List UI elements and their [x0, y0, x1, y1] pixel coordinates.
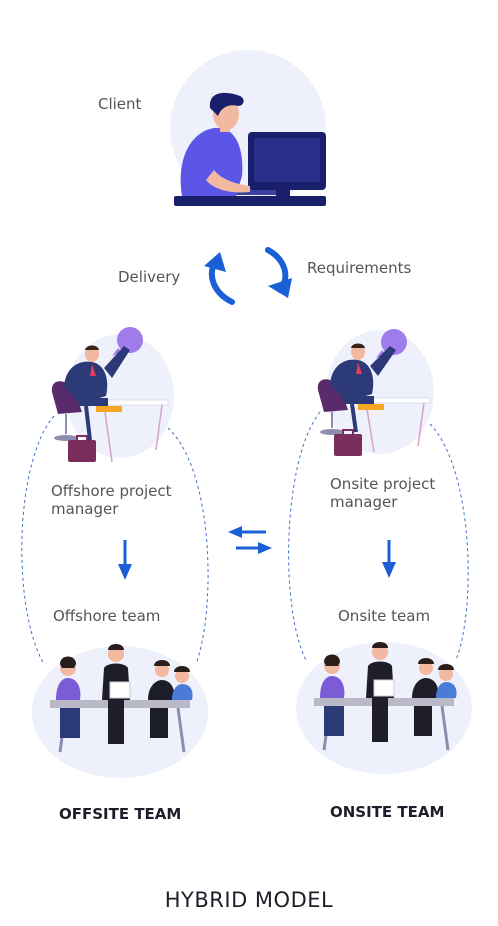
requirements-arrow [265, 247, 292, 298]
onsite-manager-illustration [317, 329, 434, 456]
onsite-manager-label: Onsite project manager [330, 475, 436, 511]
offshore-dashed-loop [21, 415, 209, 665]
client-illustration [170, 50, 326, 206]
requirements-label: Requirements [307, 259, 412, 277]
exchange-arrows [228, 526, 272, 554]
client-label: Client [98, 95, 142, 113]
onsite-down-arrow [382, 540, 396, 578]
offshore-manager-illustration [51, 327, 174, 463]
delivery-label: Delivery [118, 268, 181, 286]
offshore-down-arrow [118, 540, 132, 580]
delivery-arrow [204, 252, 235, 305]
onsite-team-illustration [296, 642, 472, 774]
offshore-team-label: Offshore team [53, 607, 161, 625]
offshore-manager-label: Offshore project manager [51, 482, 172, 518]
offshore-team-illustration [32, 644, 208, 778]
onsite-team-heading: ONSITE TEAM [330, 803, 445, 821]
onsite-team-label: Onsite team [338, 607, 431, 625]
onsite-dashed-loop [288, 411, 469, 661]
offsite-team-heading: OFFSITE TEAM [59, 805, 182, 823]
page-title: HYBRID MODEL [164, 888, 334, 912]
